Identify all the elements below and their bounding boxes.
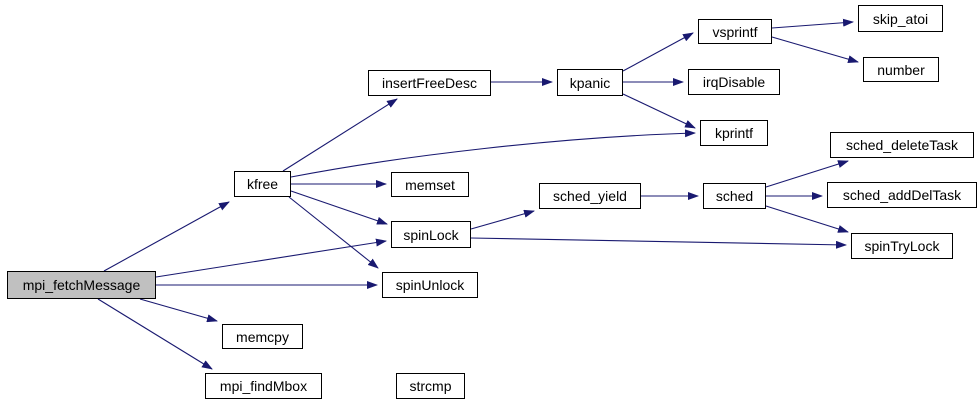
node-insertFreeDesc[interactable]: insertFreeDesc xyxy=(368,70,491,96)
node-irqDisable[interactable]: irqDisable xyxy=(688,69,780,95)
node-spinTryLock[interactable]: spinTryLock xyxy=(851,233,953,259)
node-strcmp[interactable]: strcmp xyxy=(396,373,465,399)
edge-spinLock-to-sched_yield xyxy=(470,209,535,230)
edge-kfree-to-kprintf xyxy=(290,129,696,178)
node-number[interactable]: number xyxy=(863,57,939,82)
edge-kfree-to-insertFreeDesc xyxy=(282,98,398,172)
edge-kfree-to-spinLock xyxy=(290,190,388,225)
edge-mpi_fetchMessage-to-kfree xyxy=(103,201,230,272)
node-mpi_findMbox[interactable]: mpi_findMbox xyxy=(205,373,322,399)
node-memcpy[interactable]: memcpy xyxy=(222,324,303,349)
edge-mpi_fetchMessage-to-spinLock xyxy=(155,238,387,278)
node-spinUnlock[interactable]: spinUnlock xyxy=(382,272,478,298)
edge-sched-to-spinTryLock xyxy=(765,205,849,233)
edge-kfree-to-spinUnlock xyxy=(288,196,379,269)
node-sched_yield[interactable]: sched_yield xyxy=(539,183,641,209)
edge-mpi_fetchMessage-to-memcpy xyxy=(139,298,218,323)
node-sched_addDelTask[interactable]: sched_addDelTask xyxy=(827,182,977,208)
edge-kpanic-to-vsprintf xyxy=(622,32,694,72)
node-sched[interactable]: sched xyxy=(703,183,766,209)
edge-mpi_fetchMessage-to-mpi_findMbox xyxy=(97,298,213,370)
node-kprintf[interactable]: kprintf xyxy=(700,120,768,146)
node-skip_atoi[interactable]: skip_atoi xyxy=(858,5,943,32)
node-kpanic[interactable]: kpanic xyxy=(557,69,623,96)
node-memset[interactable]: memset xyxy=(391,172,469,197)
node-kfree[interactable]: kfree xyxy=(234,171,291,197)
node-mpi_fetchMessage[interactable]: mpi_fetchMessage xyxy=(7,271,156,299)
node-vsprintf[interactable]: vsprintf xyxy=(698,19,772,44)
node-spinLock[interactable]: spinLock xyxy=(391,221,471,248)
node-sched_deleteTask[interactable]: sched_deleteTask xyxy=(830,132,974,158)
edge-sched-to-sched_deleteTask xyxy=(765,160,849,188)
edge-vsprintf-to-number xyxy=(771,36,859,64)
edge-spinLock-to-spinTryLock xyxy=(470,237,847,249)
edge-kpanic-to-kprintf xyxy=(622,93,696,129)
edge-vsprintf-to-skip_atoi xyxy=(771,18,854,29)
